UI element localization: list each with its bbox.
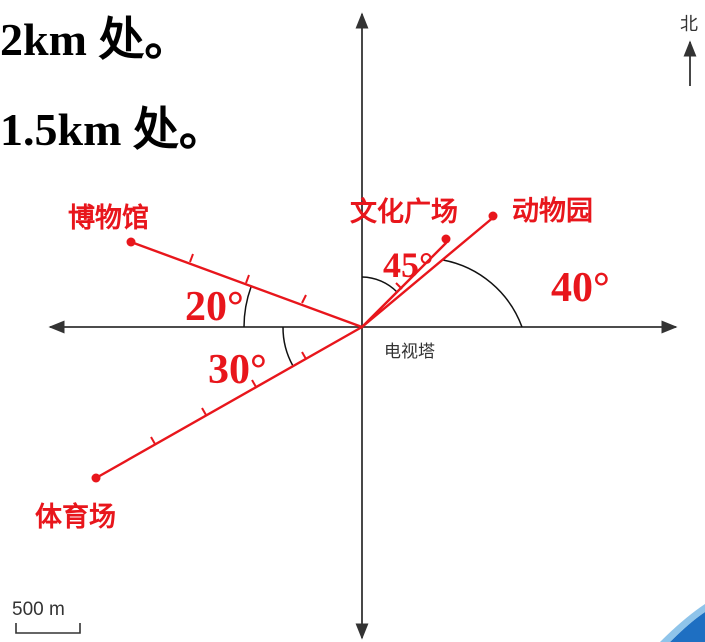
zoo-label: 动物园 <box>512 196 593 226</box>
stadium-ray <box>94 325 364 480</box>
museum-point <box>126 237 136 247</box>
zoo-ray <box>360 214 497 329</box>
center-label: 电视塔 <box>384 342 435 361</box>
stadium-point <box>91 473 101 483</box>
museum-ray <box>129 240 364 329</box>
square-angle-label: 45° <box>383 245 433 285</box>
square-point <box>441 234 451 244</box>
zoo-point <box>488 211 498 221</box>
corner-decoration-light <box>660 604 705 642</box>
zoo-angle-label: 40° <box>551 265 610 311</box>
stadium-angle-label: 30° <box>208 347 267 393</box>
distance-ticks <box>150 253 403 445</box>
heading-line-2: 1.5km 处。 <box>0 104 225 155</box>
scale-bar <box>15 623 81 634</box>
scale-label: 500 m <box>12 599 65 620</box>
museum-label: 博物馆 <box>68 202 149 233</box>
zoo-angle-arc <box>442 259 523 328</box>
square-label: 文化广场 <box>350 196 458 227</box>
stadium-angle-arc <box>282 326 294 367</box>
museum-angle-arc <box>243 286 252 328</box>
corner-decoration <box>670 612 705 642</box>
museum-angle-label: 20° <box>185 284 244 330</box>
square-angle-arc <box>361 276 398 293</box>
north-label: 北 <box>680 14 698 34</box>
heading-line-1: 2km 处。 <box>0 14 190 65</box>
square-ray <box>360 241 448 329</box>
stadium-label: 体育场 <box>35 501 116 532</box>
